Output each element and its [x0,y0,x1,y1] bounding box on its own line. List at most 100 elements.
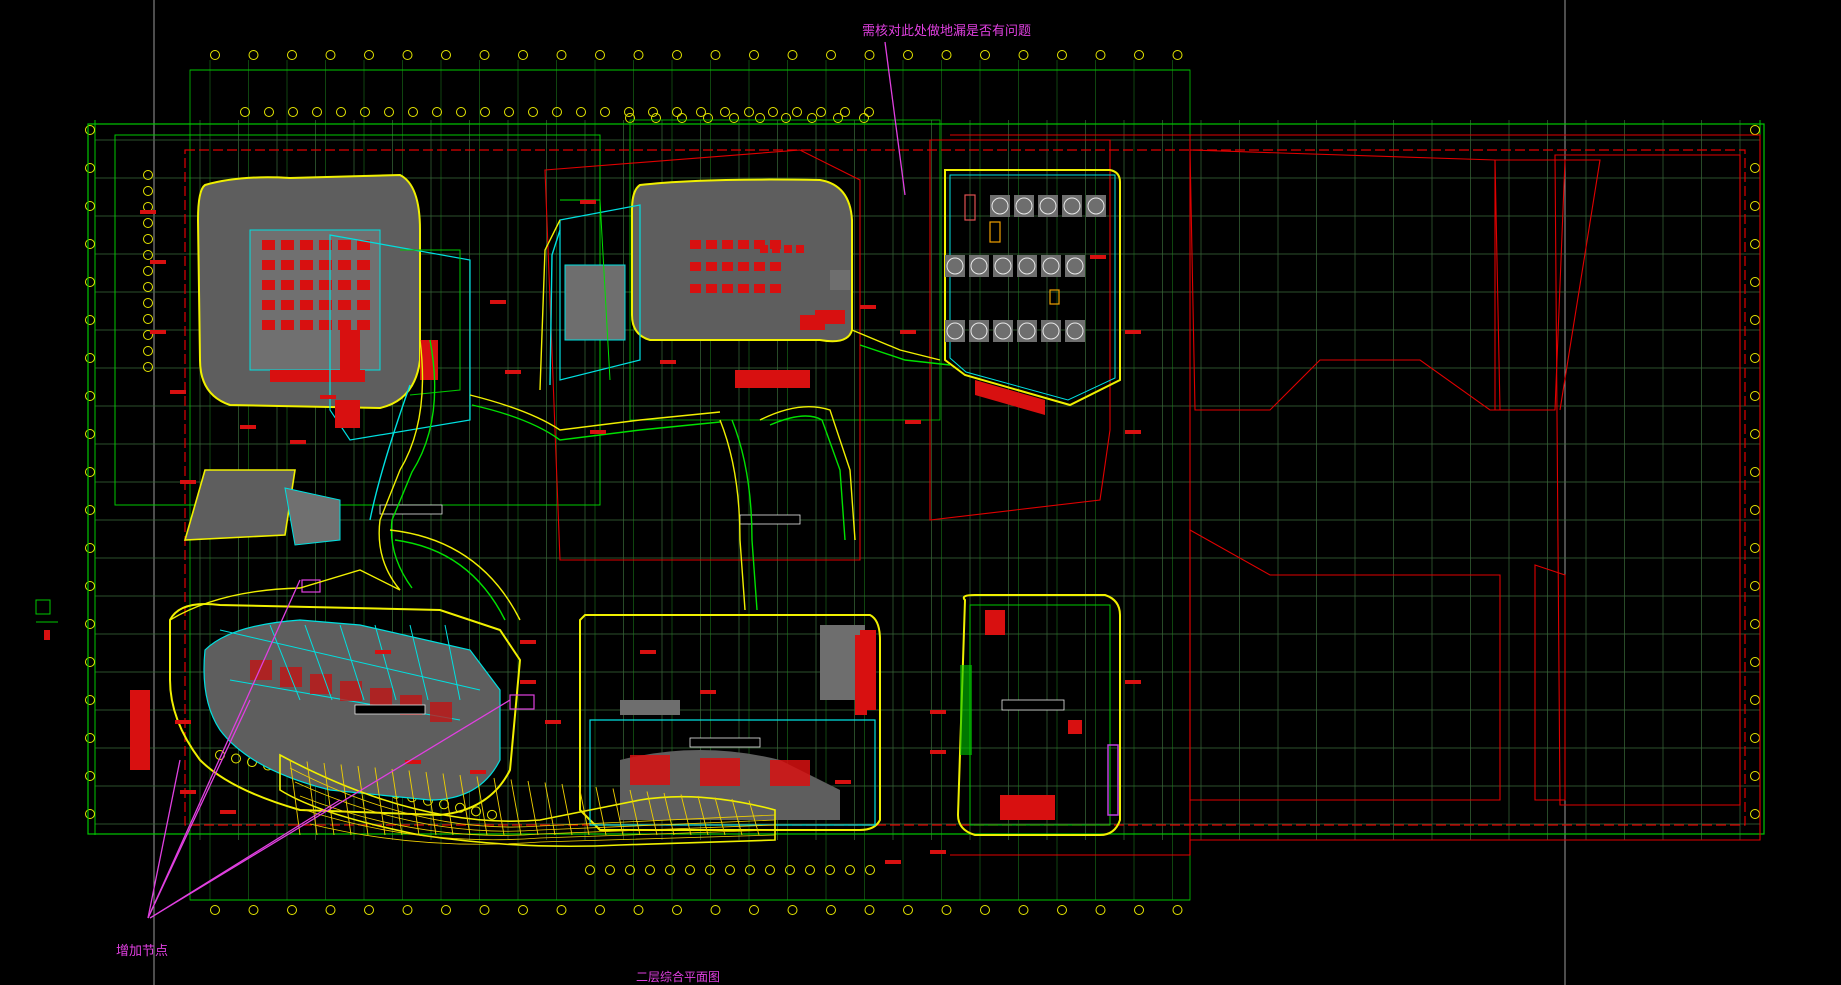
axis-bubble [980,905,990,915]
room [340,681,362,701]
axis-bubble [85,201,95,211]
cooling-unit [1041,320,1061,342]
drawing-title: 二层综合平面图 [636,970,721,984]
equipment [964,194,976,221]
room [338,320,351,330]
axis-bubble [825,865,835,875]
room [357,300,370,310]
cooling-unit [969,255,989,277]
axis-bubble [1750,543,1760,553]
axis-bubble [231,753,241,764]
cooling-unit-fan [946,257,964,275]
cooling-unit [1017,320,1037,342]
axis-bubble [1134,905,1144,915]
axis-bubble [143,298,153,308]
axis-bubble [439,799,449,810]
pedestrian-bridge [279,753,776,848]
dimension-tag [405,760,421,764]
cooling-unit [993,320,1013,342]
cooling-unit [945,255,965,277]
cooling-unit-fan [1087,197,1105,215]
north-marker [35,599,58,640]
axis-bubble [528,107,538,117]
room [357,280,370,290]
axis-bubble [441,50,451,60]
axis-bubble [1750,581,1760,591]
dimension-tag [885,860,901,864]
axis-bubble [504,107,514,117]
room [300,240,313,250]
cooling-unit-fan [1018,322,1036,340]
axis-bubble [1095,50,1106,60]
room [281,240,294,250]
room [262,320,275,330]
room [300,280,313,290]
room [270,370,365,382]
room [357,240,370,250]
axis-bubble [364,50,374,60]
axis-bubble [143,362,153,372]
bridge-rib [357,765,369,836]
axis-bubble [826,50,836,60]
axis-bubble [744,107,754,117]
axis-bubble [287,905,297,915]
axis-bubble [1057,905,1067,915]
room-blocks-a [262,240,370,382]
axis-bubble [143,266,153,276]
dimension-tag [490,300,506,304]
room [830,270,850,290]
axis-bubble [85,353,95,363]
room [772,245,780,253]
axis-bubble [1750,391,1760,401]
axis-bubble [143,170,153,180]
axis-bubble [787,50,798,60]
axis-bubble [705,865,715,875]
dimension-tag [930,750,946,754]
axis-bubble [143,186,153,196]
partition [409,624,429,701]
room [738,240,749,249]
room [706,240,717,249]
bridge-rib [374,767,386,836]
room [300,320,313,330]
bridge-rib [663,792,675,836]
bridge-rib [425,771,437,836]
room [722,284,733,293]
room [738,284,749,293]
cooling-unit-fan [1063,197,1081,215]
cooling-unit [1038,195,1058,217]
equipment [1049,289,1060,305]
cooling-unit [990,195,1010,217]
room [722,262,733,271]
room [338,260,351,270]
dimension-tag [375,650,391,654]
axis-bubble [749,50,759,60]
axis-bubble [85,657,95,667]
axis-bubble [85,581,95,591]
room [319,260,332,270]
room [250,660,272,680]
axis-bubble [325,905,336,915]
dimension-tag [900,330,916,334]
axis-bubble [85,239,95,249]
axis-bubble [710,50,721,60]
axis-bubble [624,107,634,117]
bridge-rib [646,791,658,836]
bridge-chord [289,767,776,828]
axis-bubble [143,234,153,244]
bridge-chord [294,781,776,832]
bridge-rib [408,770,420,836]
axis-bubble [487,809,497,820]
axis-bubble [703,113,713,123]
cooling-unit-fan [994,257,1012,275]
axis-bubble [765,865,775,875]
cooling-unit [945,320,965,342]
cooling-unit [1086,195,1106,217]
axis-bubble [633,50,644,60]
axis-bubble [1750,505,1760,515]
bridge-rib [561,783,573,836]
building-block-f [579,614,881,831]
axis-bubble [85,619,95,629]
cooling-unit-fan [1018,257,1036,275]
